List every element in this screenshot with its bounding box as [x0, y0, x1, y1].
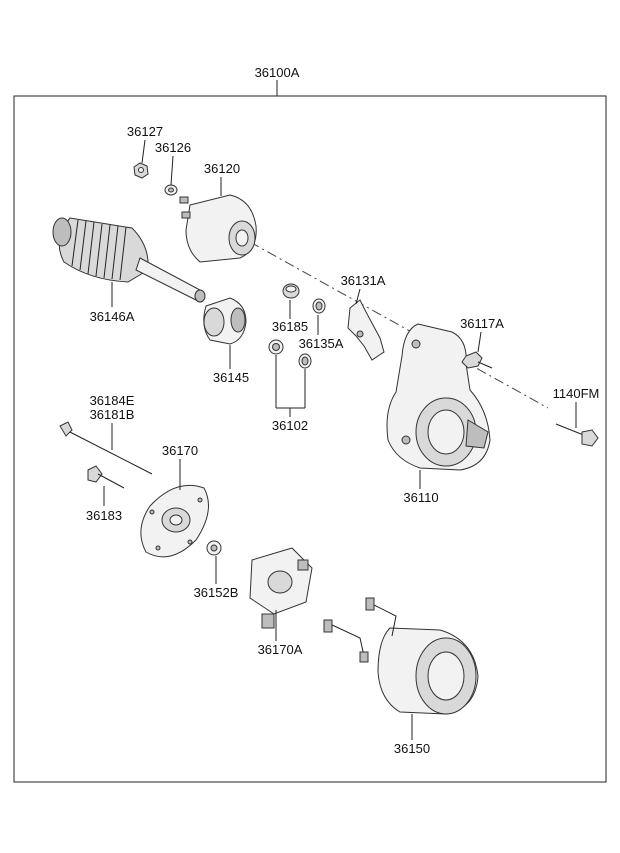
yoke-36150[interactable]: [323, 597, 479, 715]
label-36126: 36126: [155, 140, 191, 155]
end-plate-36170[interactable]: [140, 484, 209, 558]
washer-36152B[interactable]: [206, 540, 222, 556]
label-36152B: 36152B: [194, 585, 239, 600]
bush-36185[interactable]: [282, 283, 300, 299]
armature-36146A[interactable]: [52, 217, 206, 303]
label-assembly: 36100A: [255, 65, 300, 80]
housing-36110[interactable]: [386, 323, 491, 471]
label-36181B: 36181B: [90, 407, 135, 422]
lever-36131A[interactable]: [347, 299, 385, 361]
washer-36135A[interactable]: [312, 298, 326, 314]
bolt-36117A[interactable]: [461, 351, 493, 369]
brush-holder-36170A[interactable]: [249, 547, 313, 629]
pinion-36145[interactable]: [203, 297, 247, 345]
label-36135A: 36135A: [299, 336, 344, 351]
bolt-1140FM[interactable]: [555, 423, 599, 447]
assembly-frame: [13, 95, 607, 783]
ring-36102-a[interactable]: [268, 339, 284, 355]
label-36102: 36102: [272, 418, 308, 433]
label-36150: 36150: [394, 741, 430, 756]
leader-lines: [103, 139, 577, 740]
label-36131A: 36131A: [341, 273, 386, 288]
label-36183: 36183: [86, 508, 122, 523]
label-1140FM: 1140FM: [553, 386, 600, 401]
label-36184E: 36184E: [90, 393, 135, 408]
label-36110: 36110: [403, 490, 438, 505]
ring-36102-b[interactable]: [298, 353, 312, 369]
label-36170: 36170: [162, 443, 198, 458]
through-bolt-36184E-36181B[interactable]: [59, 421, 153, 475]
label-36185: 36185: [272, 319, 308, 334]
label-36117A: 36117A: [460, 316, 504, 331]
label-36127: 36127: [127, 124, 163, 139]
label-36146A: 36146A: [90, 309, 135, 324]
washer-36126[interactable]: [164, 184, 178, 196]
label-36170A: 36170A: [258, 642, 303, 657]
axis-centerline: [249, 241, 549, 409]
label-36145: 36145: [213, 370, 249, 385]
nut-36127[interactable]: [133, 162, 149, 179]
solenoid-36120[interactable]: [179, 194, 257, 263]
screw-36183[interactable]: [87, 465, 125, 489]
label-36120: 36120: [204, 161, 240, 176]
